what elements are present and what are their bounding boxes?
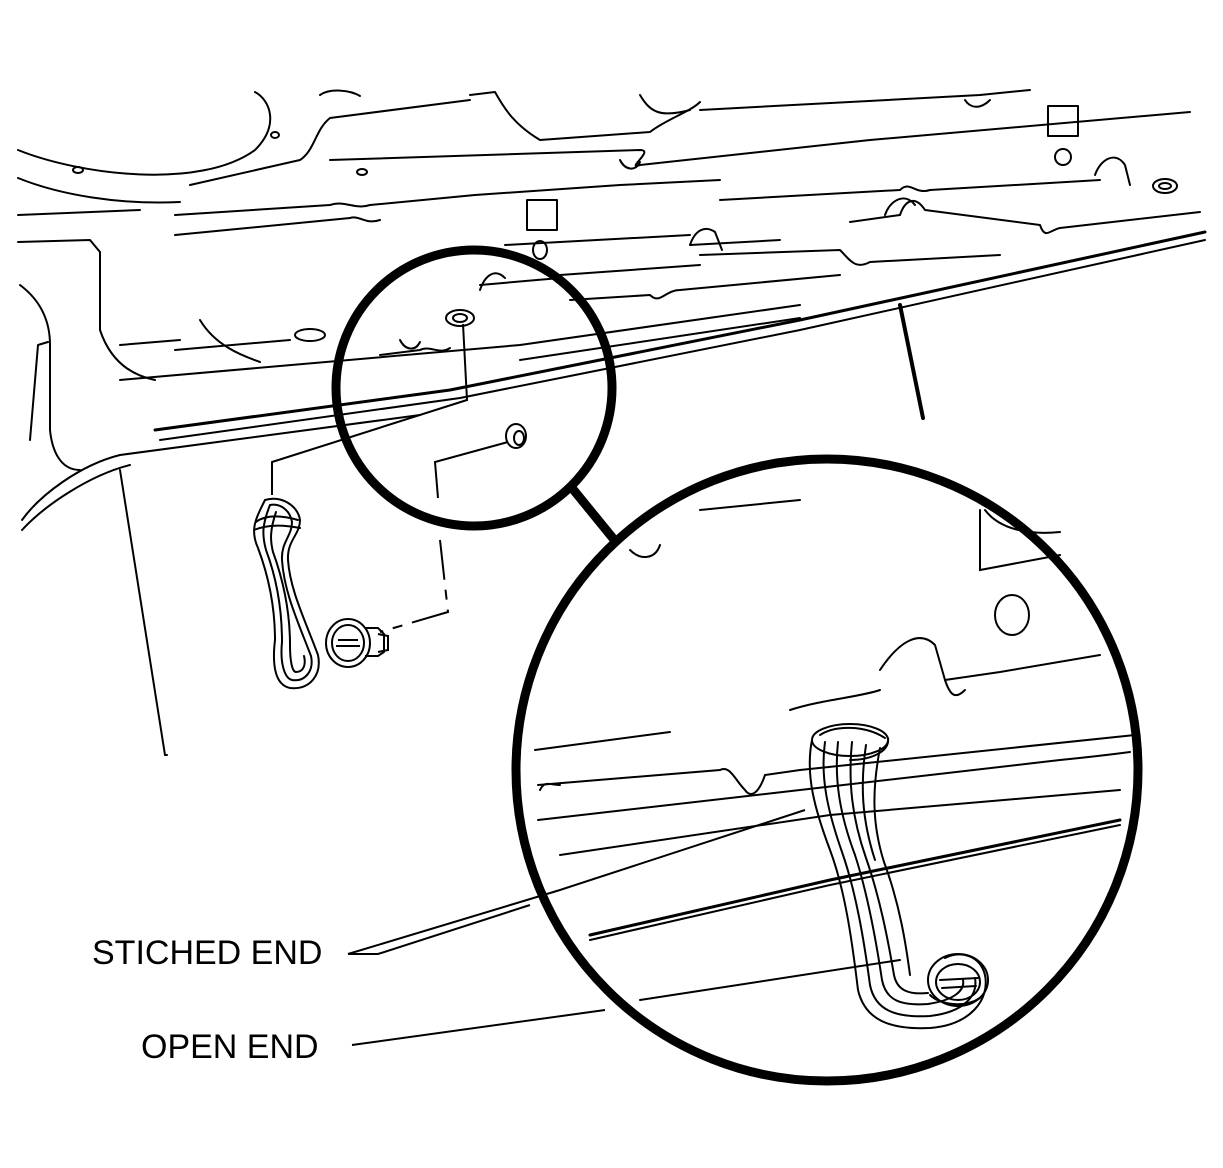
open-end-label: OPEN END <box>141 1028 319 1066</box>
magnifier-connector <box>568 485 620 545</box>
mounting-holes <box>445 309 527 449</box>
body-panel-lines <box>17 89 1207 756</box>
stitched-end-label: STICHED END <box>92 934 323 972</box>
magnified-strap <box>808 723 989 1030</box>
detail-circle-large <box>511 454 1143 1086</box>
strap-part <box>253 497 320 690</box>
callout-leaders <box>347 809 806 1046</box>
detail-circle-small <box>331 245 617 531</box>
fastener-part <box>325 618 389 668</box>
magnified-panel-lines <box>534 499 1136 1001</box>
assembly-leader-lines <box>271 323 509 633</box>
